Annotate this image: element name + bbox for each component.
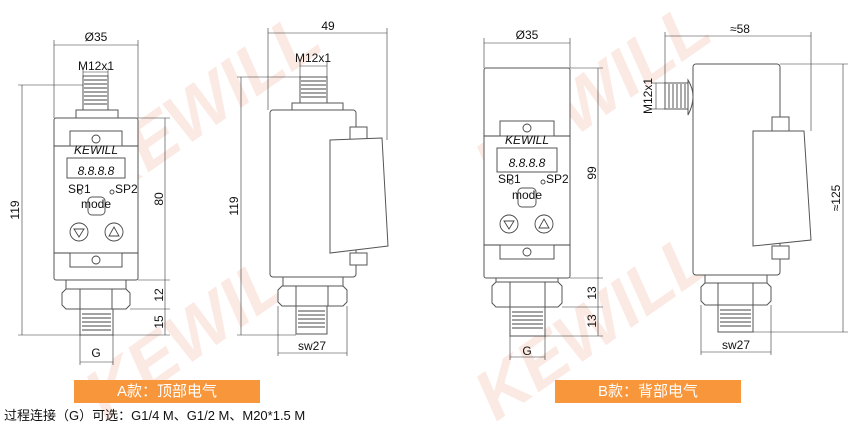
down-arrow-icon	[69, 222, 89, 242]
process-connection-note: 过程连接（G）可选：G1/4 M、G1/2 M、M20*1.5 M	[4, 408, 306, 423]
sp1-label: SP1	[68, 182, 91, 196]
dim-connector: M12x1	[295, 51, 331, 65]
device-b-side-view: ≈58 M12x1 ≈125 sw27	[641, 22, 848, 355]
brand-logo: KEWILL	[74, 143, 118, 157]
dim-width: ≈58	[730, 22, 750, 36]
dim-height-hex: 12	[152, 288, 166, 302]
sp2-led-icon	[540, 179, 546, 185]
up-arrow-icon	[534, 214, 554, 234]
device-a-side-view: 49 M12x1 119 sw27	[227, 19, 389, 356]
dim-height-body: 99	[585, 166, 599, 180]
up-arrow-icon	[104, 222, 124, 242]
dim-width: 49	[321, 19, 335, 33]
dim-wrench: sw27	[722, 338, 750, 352]
down-arrow-icon	[499, 214, 519, 234]
mode-label: mode	[81, 197, 111, 211]
dim-height-total: 119	[227, 196, 241, 215]
watermark: KEWILL KEWILL KEWILL KEWILL	[70, 0, 725, 428]
model-b-label: B款：背部电气	[555, 380, 741, 403]
mode-label: mode	[512, 188, 542, 202]
dim-height-thread: 13	[585, 314, 599, 328]
mode-button	[517, 187, 537, 208]
mode-button	[87, 196, 106, 216]
dim-connector: M12x1	[641, 78, 655, 114]
sp2-led-icon	[109, 189, 115, 195]
sp2-label: SP2	[115, 182, 138, 196]
device-a-front-view: KEWILL 8.8.8.8 SP1 SP2 mode Ø35 M12x1 11…	[8, 30, 170, 365]
display-readout: 8.8.8.8	[509, 156, 546, 170]
device-b-front-view: KEWILL 8.8.8.8 SP1 SP2 mode Ø35 99 13 13…	[483, 28, 603, 360]
dim-height-total: ≈125	[829, 184, 843, 211]
model-a-label: A款：顶部电气	[74, 380, 260, 403]
dim-connector: M12x1	[78, 59, 114, 73]
dim-thread: G	[91, 346, 100, 360]
brand-logo: KEWILL	[505, 133, 549, 147]
sp1-led-icon	[508, 179, 514, 185]
display-readout: 8.8.8.8	[78, 164, 115, 178]
dim-height-total: 119	[8, 200, 22, 219]
dim-diameter: Ø35	[516, 28, 539, 42]
sp1-led-icon	[77, 189, 83, 195]
sp2-label: SP2	[546, 172, 569, 186]
dim-thread: G	[522, 344, 531, 358]
dim-diameter: Ø35	[85, 30, 108, 44]
sp1-label: SP1	[498, 172, 521, 186]
dim-wrench: sw27	[298, 339, 326, 353]
dim-height-hex: 13	[585, 286, 599, 300]
dim-height-body: 80	[152, 192, 166, 206]
dim-height-thread: 15	[152, 315, 166, 329]
